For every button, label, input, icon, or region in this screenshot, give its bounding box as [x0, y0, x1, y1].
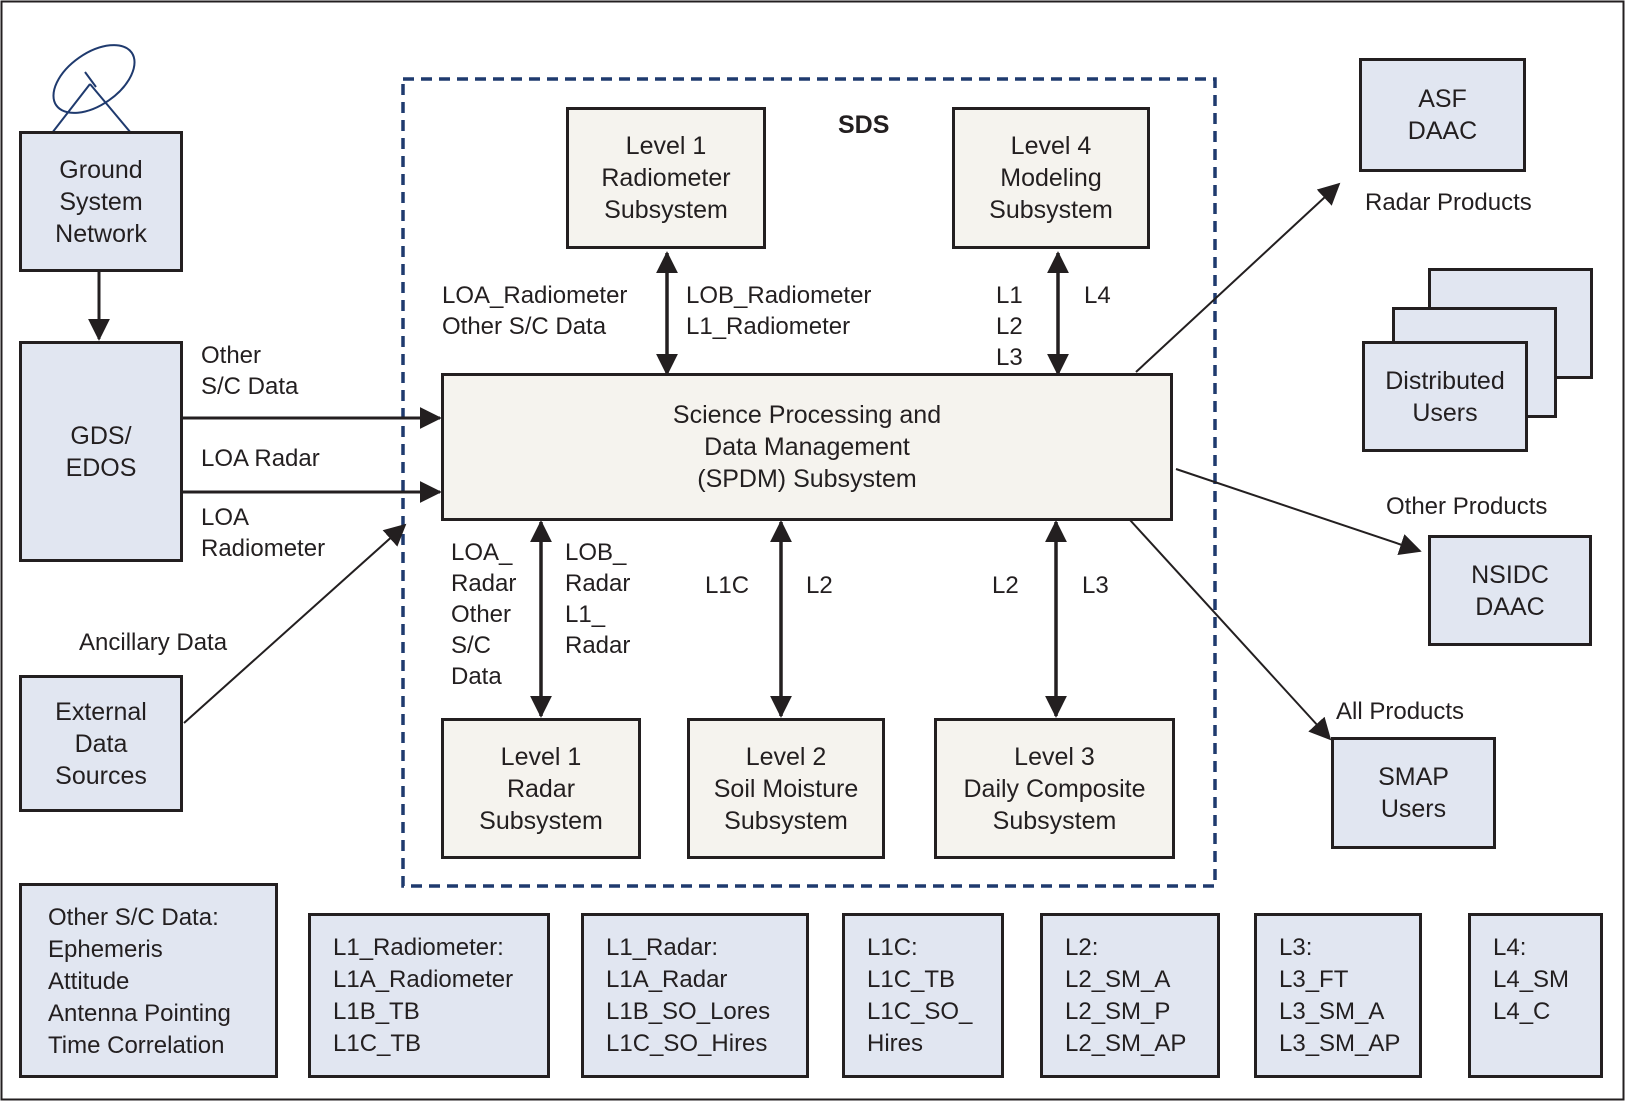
level3-daily-composite-box: Level 3 Daily Composite Subsystem: [934, 718, 1175, 859]
distributed-users-box: Distributed Users: [1362, 341, 1528, 452]
arrow-spdm-to-nsidc: [1175, 468, 1422, 556]
arrow-spdm-to-asf: [1135, 182, 1341, 373]
level2-soil-moisture-box: Level 2 Soil Moisture Subsystem: [687, 718, 885, 859]
smap-users-label: SMAP Users: [1378, 763, 1449, 823]
level1-radiometer-box: Level 1 Radiometer Subsystem: [566, 107, 766, 249]
arrow-spdm-to-smap-users: [1129, 519, 1332, 741]
gds-edos-box: GDS/ EDOS: [19, 341, 183, 562]
level3-daily-composite-label: Level 3 Daily Composite Subsystem: [963, 742, 1146, 835]
flow-label-l1-l2-l3: L1 L2 L3: [996, 282, 1023, 371]
flow-label-l1c: L1C: [705, 572, 750, 599]
legend-l2-text: L2: L2_SM_A L2_SM_P L2_SM_AP: [1065, 934, 1187, 1057]
flow-label-l2-out: L2: [806, 572, 833, 599]
spdm-subsystem-box: Science Processing and Data Management (…: [441, 373, 1173, 521]
gds-edos-label: GDS/ EDOS: [65, 421, 137, 482]
distributed-users-label: Distributed Users: [1385, 366, 1505, 427]
flow-label-loa-radiometer: LOA Radiometer: [201, 504, 326, 562]
legend-l4-text: L4: L4_SM L4_C: [1493, 934, 1570, 1025]
sds-label: SDS: [838, 111, 890, 139]
flow-label-all-products: All Products: [1336, 698, 1465, 725]
level1-radiometer-label: Level 1 Radiometer Subsystem: [601, 132, 731, 224]
level2-soil-moisture-label: Level 2 Soil Moisture Subsystem: [713, 742, 859, 835]
external-data-sources-box: External Data Sources: [19, 675, 183, 812]
legend-other-sc-data: Other S/C Data: Ephemeris Attitude Anten…: [19, 883, 278, 1078]
legend-l1-radiometer: L1_Radiometer: L1A_Radiometer L1B_TB L1C…: [308, 913, 550, 1078]
legend-l1-radar: L1_Radar: L1A_Radar L1B_SO_Lores L1C_SO_…: [581, 913, 809, 1078]
spdm-subsystem-label: Science Processing and Data Management (…: [672, 401, 942, 493]
legend-l2: L2: L2_SM_A L2_SM_P L2_SM_AP: [1040, 913, 1220, 1078]
flow-label-ancillary-data: Ancillary Data: [79, 629, 228, 656]
nsidc-daac-box: NSIDC DAAC: [1428, 535, 1592, 646]
flow-label-other-products: Other Products: [1386, 493, 1548, 520]
legend-l1-radiometer-text: L1_Radiometer: L1A_Radiometer L1B_TB L1C…: [333, 934, 514, 1057]
legend-l1-radar-text: L1_Radar: L1A_Radar L1B_SO_Lores L1C_SO_…: [606, 934, 771, 1057]
flow-label-loa-radar-other: LOA_ Radar Other S/C Data: [451, 539, 517, 690]
legend-l3: L3: L3_FT L3_SM_A L3_SM_AP: [1254, 913, 1422, 1078]
asf-daac-label: ASF DAAC: [1407, 85, 1478, 145]
legend-l4: L4: L4_SM L4_C: [1468, 913, 1603, 1078]
flow-label-lob-radiometer-l1: LOB_Radiometer L1_Radiometer: [686, 282, 872, 340]
ground-system-network-label: Ground System Network: [55, 155, 147, 248]
flow-label-radar-products: Radar Products: [1365, 189, 1532, 216]
flow-label-l2-in: L2: [992, 572, 1019, 599]
external-data-sources-label: External Data Sources: [55, 697, 147, 790]
level1-radar-label: Level 1 Radar Subsystem: [479, 742, 603, 835]
level4-modeling-box: Level 4 Modeling Subsystem: [952, 107, 1150, 249]
nsidc-daac-label: NSIDC DAAC: [1471, 560, 1549, 621]
satellite-dish-icon: [51, 44, 136, 134]
legend-l1c-text: L1C: L1C_TB L1C_SO_ Hires: [867, 934, 973, 1057]
legend-l1c: L1C: L1C_TB L1C_SO_ Hires: [842, 913, 1004, 1078]
flow-label-l3: L3: [1082, 572, 1109, 599]
level4-modeling-label: Level 4 Modeling Subsystem: [989, 132, 1113, 224]
ground-system-network-box: Ground System Network: [19, 131, 183, 272]
flow-label-loa-radiometer-other: LOA_Radiometer Other S/C Data: [442, 282, 628, 340]
level1-radar-box: Level 1 Radar Subsystem: [441, 718, 641, 859]
legend-l3-text: L3: L3_FT L3_SM_A L3_SM_AP: [1279, 934, 1401, 1057]
arrow-external-to-sds: [183, 523, 407, 724]
flow-label-lob-radar-l1: LOB_ Radar L1_ Radar: [565, 539, 631, 659]
asf-daac-box: ASF DAAC: [1359, 58, 1526, 172]
smap-users-box: SMAP Users: [1331, 737, 1496, 849]
legend-other-sc-data-text: Other S/C Data: Ephemeris Attitude Anten…: [48, 904, 231, 1059]
flow-label-loa-radar: LOA Radar: [201, 445, 320, 472]
flow-label-other-sc-data: Other S/C Data: [201, 342, 299, 400]
flow-label-l4: L4: [1084, 282, 1111, 309]
